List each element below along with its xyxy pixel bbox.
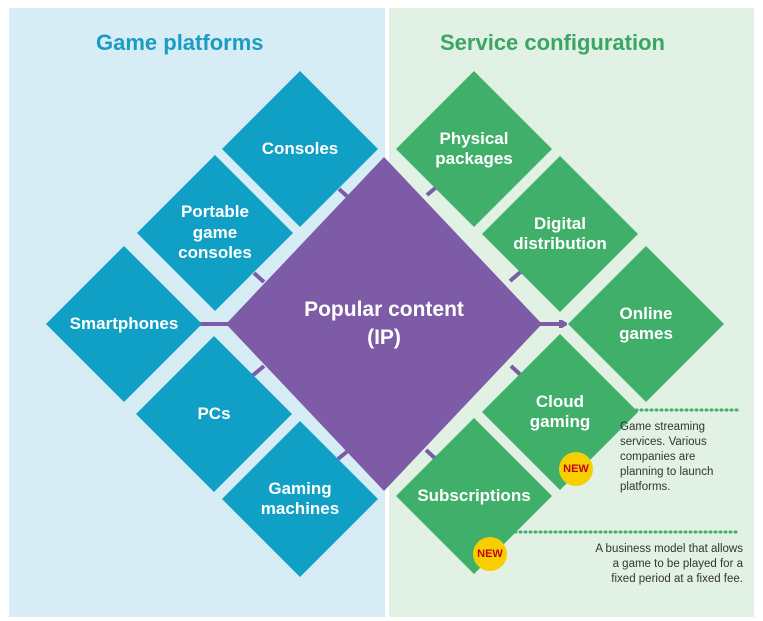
connector-pcs bbox=[250, 364, 266, 378]
connector-portable bbox=[252, 271, 266, 284]
service-label: Digital distribution bbox=[513, 213, 607, 253]
game-platforms-title: Game platforms bbox=[96, 30, 264, 55]
platform-label: Gaming machines bbox=[260, 478, 340, 518]
new-badge-cloud-gaming: NEW bbox=[559, 452, 593, 486]
new-badge-subscriptions: NEW bbox=[473, 537, 507, 571]
service-label: Physical packages bbox=[435, 128, 513, 168]
platform-label: Consoles bbox=[261, 138, 339, 158]
service-configuration-title: Service configuration bbox=[440, 30, 665, 55]
service-label: Cloud gaming bbox=[529, 391, 591, 431]
service-label: Online games bbox=[619, 303, 673, 343]
subscriptions-note: A business model that allows a game to b… bbox=[595, 543, 743, 585]
platform-label: Portable game consoles bbox=[178, 202, 252, 263]
platform-label: PCs bbox=[197, 403, 231, 423]
platform-label: Smartphones bbox=[69, 313, 179, 333]
service-label: Subscriptions bbox=[417, 485, 531, 505]
popular-content-label: Popular content (IP) bbox=[304, 297, 464, 349]
cloud-gaming-note: Game streaming services. Various compani… bbox=[620, 421, 714, 493]
